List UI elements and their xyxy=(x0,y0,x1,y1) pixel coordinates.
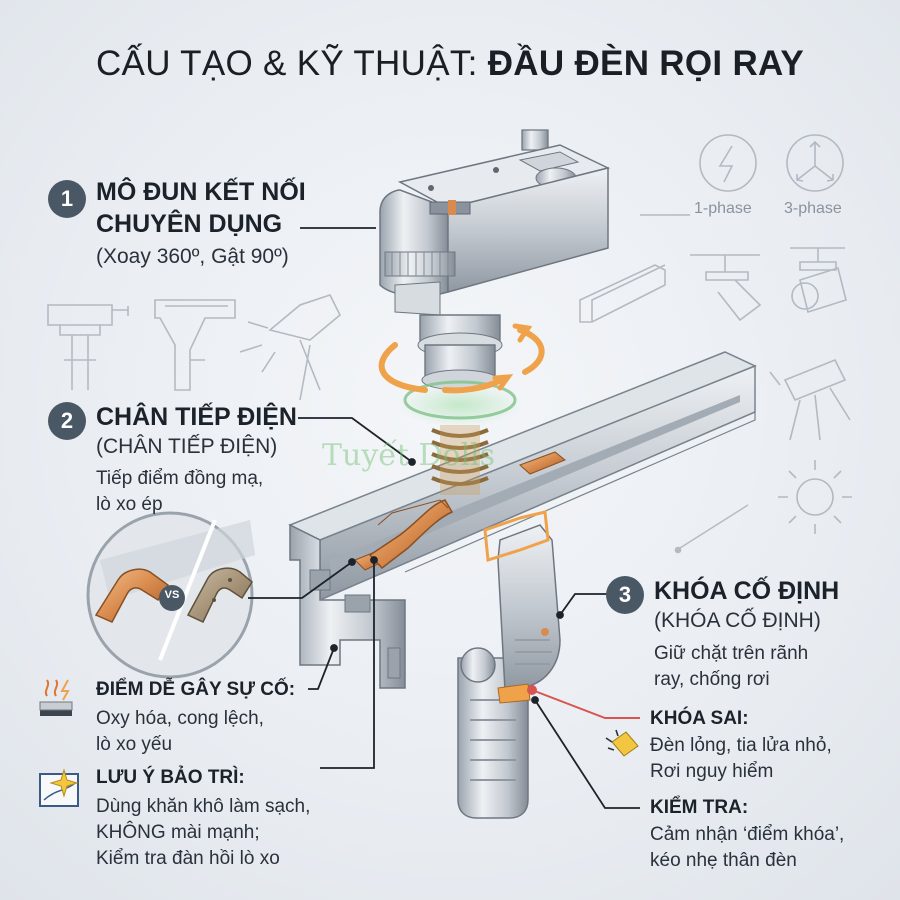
title-normal: CẤU TẠO & KỸ THUẬT: xyxy=(96,44,488,83)
sketch-track-profile-icon xyxy=(580,265,665,322)
fault-point-line1: Oxy hóa, cong lệch, xyxy=(96,706,264,731)
callout-1-title-line2: CHUYÊN DỤNG xyxy=(96,209,282,240)
sketch-adapter-icon xyxy=(48,305,128,390)
warning-callout-line xyxy=(528,686,640,718)
maintenance-heading: LƯU Ý BẢO TRÌ: xyxy=(96,766,245,790)
callout-3-desc-line1: Giữ chặt trên rãnh xyxy=(654,641,808,666)
inset-vs-label: VS xyxy=(158,589,186,601)
warning-heat-icon xyxy=(40,680,72,716)
callout-3-title: KHÓA CỐ ĐỊNH xyxy=(654,576,839,607)
check-line1: Cảm nhận ‘điểm khóa’, xyxy=(650,822,844,847)
callout-1-title-line1: MÔ ĐUN KẾT NỐI xyxy=(96,177,306,208)
watermark-text: Tuyết Dolls xyxy=(322,438,495,473)
three-phase-icon xyxy=(787,135,843,191)
fault-point-line2: lò xo yếu xyxy=(96,732,172,757)
title-bold: ĐẦU ĐÈN RỌI RAY xyxy=(488,44,804,83)
single-phase-label: 1-phase xyxy=(694,200,752,218)
sun-icon xyxy=(778,460,852,534)
flashlight-icon xyxy=(606,730,638,756)
check-line2: kéo nhẹ thân đèn xyxy=(650,848,797,873)
callout-3-desc-line2: ray, chống rơi xyxy=(654,667,770,692)
page-title: CẤU TẠO & KỸ THUẬT: ĐẦU ĐÈN RỌI RAY xyxy=(0,44,900,84)
sparkle-icon xyxy=(40,770,78,806)
wrong-lock-line1: Đèn lỏng, tia lửa nhỏ, xyxy=(650,733,832,758)
callout-2-title: CHÂN TIẾP ĐIỆN xyxy=(96,402,297,433)
track-spotlight-icon xyxy=(790,248,846,312)
sketch-beam-icon xyxy=(770,360,850,440)
callout-2-desc-line1: Tiếp điểm đồng mạ, xyxy=(96,466,263,491)
lightning-icon xyxy=(700,135,756,191)
callout-2-desc-line2: lò xo ép xyxy=(96,492,163,517)
maintenance-line3: Kiểm tra đàn hồi lò xo xyxy=(96,846,280,871)
maintenance-line2: KHÔNG mài mạnh; xyxy=(96,820,260,845)
callout-1-badge: 1 xyxy=(48,180,86,218)
wrong-lock-line2: Rơi nguy hiểm xyxy=(650,759,773,784)
check-heading: KIỂM TRA: xyxy=(650,796,748,820)
sketch-track-head-icon xyxy=(690,255,760,320)
callout-2-subtitle: (CHÂN TIẾP ĐIỆN) xyxy=(96,434,277,460)
maintenance-line1: Dùng khăn khô làm sạch, xyxy=(96,794,310,819)
callout-3-subtitle: (KHÓA CỐ ĐỊNH) xyxy=(654,608,821,634)
locking-lever xyxy=(458,512,560,818)
three-phase-label: 3-phase xyxy=(784,200,842,218)
adapter-head xyxy=(380,130,608,315)
wrong-lock-heading: KHÓA SAI: xyxy=(650,707,749,731)
sketch-clamp-icon xyxy=(155,300,235,390)
callout-1-subtitle: (Xoay 360º, Gật 90º) xyxy=(96,244,289,270)
callout-2-badge: 2 xyxy=(48,402,86,440)
fault-point-heading: ĐIỂM DỄ GÂY SỰ CỐ: xyxy=(96,678,295,702)
callout-3-badge: 3 xyxy=(606,576,644,614)
sketch-spot-icon xyxy=(240,295,340,400)
